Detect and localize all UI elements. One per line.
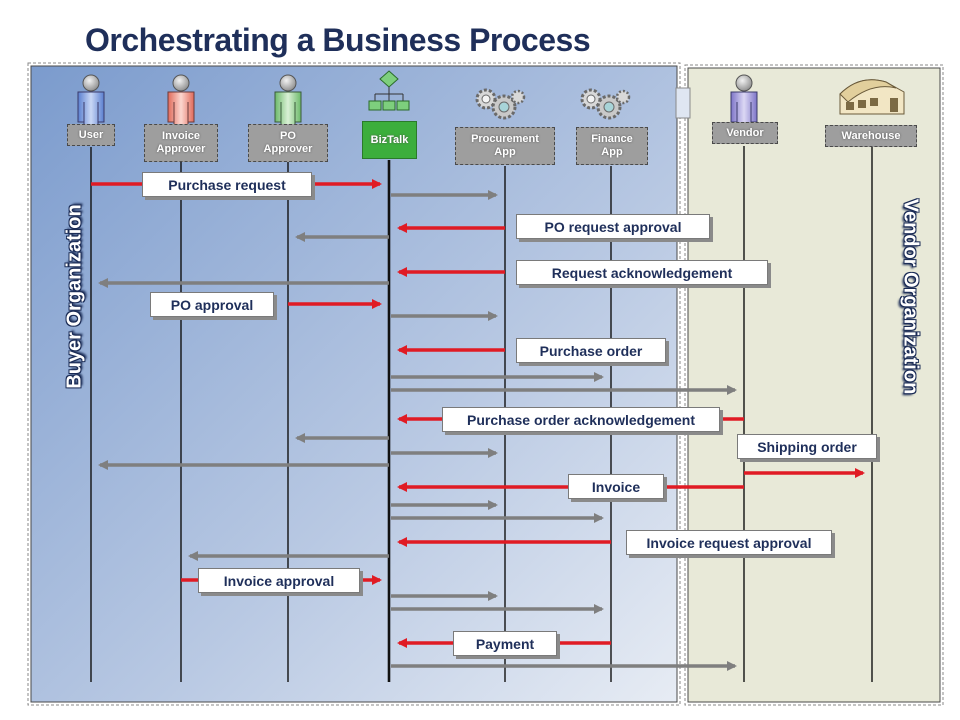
actor-vendor: Vendor (712, 122, 778, 144)
warehouse-icon (839, 79, 905, 115)
actor-po-approver: PO Approver (248, 124, 328, 162)
message-request-acknowledgement: Request acknowledgement (516, 260, 768, 285)
actor-finance-app: Finance App (576, 127, 648, 165)
procurement-gears-icon (475, 88, 526, 120)
actor-invoice-approver: Invoice Approver (144, 124, 218, 162)
message-purchase-request: Purchase request (142, 172, 312, 197)
finance-gears-icon (580, 88, 631, 120)
actor-procurement-app: Procurement App (455, 127, 555, 165)
message-po-approval: PO approval (150, 292, 274, 317)
page-title: Orchestrating a Business Process (85, 22, 591, 58)
message-invoice: Invoice (568, 474, 664, 499)
message-purchase-order: Purchase order (516, 338, 666, 363)
actor-biztalk: BizTalk (362, 121, 417, 159)
actor-warehouse: Warehouse (825, 125, 917, 147)
message-purchase-order-acknowledgement: Purchase order acknowledgement (442, 407, 720, 432)
message-payment: Payment (453, 631, 557, 656)
message-invoice-approval: Invoice approval (198, 568, 360, 593)
flowchart-icon (368, 70, 410, 111)
actor-user: User (67, 124, 115, 146)
message-shipping-order: Shipping order (737, 434, 877, 459)
message-po-request-approval: PO request approval (516, 214, 710, 239)
buyer-organization-label: Buyer Organization (63, 204, 86, 389)
vendor-organization-label: Vendor Organization (899, 198, 922, 395)
message-invoice-request-approval: Invoice request approval (626, 530, 832, 555)
buyer-lane-background (30, 65, 678, 703)
